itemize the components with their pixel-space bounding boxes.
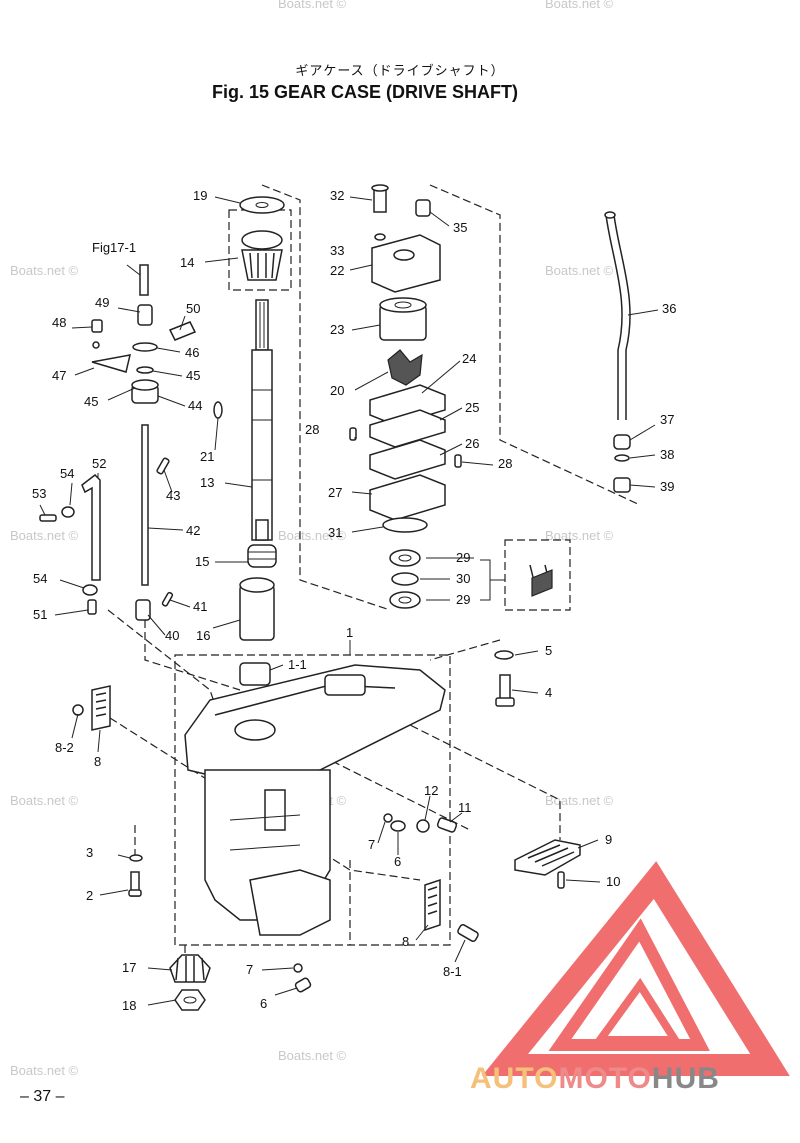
svg-text:Boats.net ©: Boats.net ©: [10, 793, 79, 808]
label-31: 31: [328, 525, 342, 540]
label-1: 1: [346, 625, 353, 640]
svg-text:Boats.net ©: Boats.net ©: [545, 793, 614, 808]
label-14: 14: [180, 255, 194, 270]
brand-logo-text: AUTOMOTOHUB: [470, 1062, 720, 1095]
svg-text:Boats.net ©: Boats.net ©: [545, 0, 614, 11]
label-20: 20: [330, 383, 344, 398]
label-25: 25: [465, 400, 479, 415]
label-43: 43: [166, 488, 180, 503]
svg-text:Boats.net ©: Boats.net ©: [10, 263, 79, 278]
shift-rod-group: [39, 264, 197, 621]
watermarks: Boats.net © Boats.net © Boats.net © Boat…: [10, 0, 614, 1078]
label-8-2: 8-2: [55, 740, 74, 755]
label-54a: 54: [60, 466, 74, 481]
svg-text:Boats.net ©: Boats.net ©: [10, 528, 79, 543]
label-44: 44: [188, 398, 202, 413]
label-6b: 6: [260, 996, 267, 1011]
label-18: 18: [122, 998, 136, 1013]
label-22: 22: [330, 263, 344, 278]
water-tube-group: [604, 211, 631, 493]
label-13: 13: [200, 475, 214, 490]
label-46: 46: [185, 345, 199, 360]
page-title: Fig. 15 GEAR CASE (DRIVE SHAFT): [211, 82, 519, 102]
label-15: 15: [195, 554, 209, 569]
lower-parts: [72, 650, 581, 1011]
label-51: 51: [33, 607, 47, 622]
label-19: 19: [193, 188, 207, 203]
label-1-1: 1-1: [288, 657, 307, 672]
label-45a: 45: [186, 368, 200, 383]
gear-case-housing: [184, 664, 446, 936]
page-number: – 37 –: [20, 1088, 65, 1105]
japanese-title: ギアケース（ドライブシャフト）: [295, 64, 505, 79]
brand-logo-mark: [481, 861, 790, 1076]
label-3: 3: [86, 845, 93, 860]
label-45b: 45: [84, 394, 98, 409]
water-pump-group: [349, 184, 553, 609]
label-28b: 28: [498, 456, 512, 471]
leader-lines: [39, 196, 659, 1006]
label-50: 50: [186, 301, 200, 316]
svg-text:Boats.net ©: Boats.net ©: [10, 1063, 79, 1078]
label-16: 16: [196, 628, 210, 643]
label-54b: 54: [33, 571, 47, 586]
label-8b: 8: [402, 934, 409, 949]
label-24: 24: [462, 351, 476, 366]
label-29b: 29: [456, 592, 470, 607]
label-35: 35: [453, 220, 467, 235]
svg-text:Boats.net ©: Boats.net ©: [545, 263, 614, 278]
label-21: 21: [200, 449, 214, 464]
label-fig17-1: Fig17-1: [92, 240, 136, 255]
label-5: 5: [545, 643, 552, 658]
label-17: 17: [122, 960, 136, 975]
label-30: 30: [456, 571, 470, 586]
label-27: 27: [328, 485, 342, 500]
label-48: 48: [52, 315, 66, 330]
label-12: 12: [424, 783, 438, 798]
svg-text:Boats.net ©: Boats.net ©: [278, 1048, 347, 1063]
label-52: 52: [92, 456, 106, 471]
label-10: 10: [606, 874, 620, 889]
label-39: 39: [660, 479, 674, 494]
label-49: 49: [95, 295, 109, 310]
svg-text:Boats.net ©: Boats.net ©: [278, 528, 347, 543]
label-32: 32: [330, 188, 344, 203]
label-11: 11: [458, 800, 472, 815]
label-36: 36: [662, 301, 676, 316]
label-7b: 7: [246, 962, 253, 977]
label-8-1: 8-1: [443, 964, 462, 979]
label-4: 4: [545, 685, 552, 700]
label-28a: 28: [305, 422, 319, 437]
svg-text:Boats.net ©: Boats.net ©: [545, 528, 614, 543]
label-47: 47: [52, 368, 66, 383]
svg-text:Boats.net ©: Boats.net ©: [278, 0, 347, 11]
label-29a: 29: [456, 550, 470, 565]
drive-shaft-group: [213, 196, 285, 686]
label-42: 42: [186, 523, 200, 538]
label-37: 37: [660, 412, 674, 427]
label-8a: 8: [94, 754, 101, 769]
label-41: 41: [193, 599, 207, 614]
label-40: 40: [165, 628, 179, 643]
label-23: 23: [330, 322, 344, 337]
label-33: 33: [330, 243, 344, 258]
label-2: 2: [86, 888, 93, 903]
label-38: 38: [660, 447, 674, 462]
label-26: 26: [465, 436, 479, 451]
label-53: 53: [32, 486, 46, 501]
part-labels: Fig17-1 19 14 32 35 33 22 23 20 24 25 26…: [32, 188, 676, 1013]
label-6a: 6: [394, 854, 401, 869]
label-7a: 7: [368, 837, 375, 852]
label-9: 9: [605, 832, 612, 847]
